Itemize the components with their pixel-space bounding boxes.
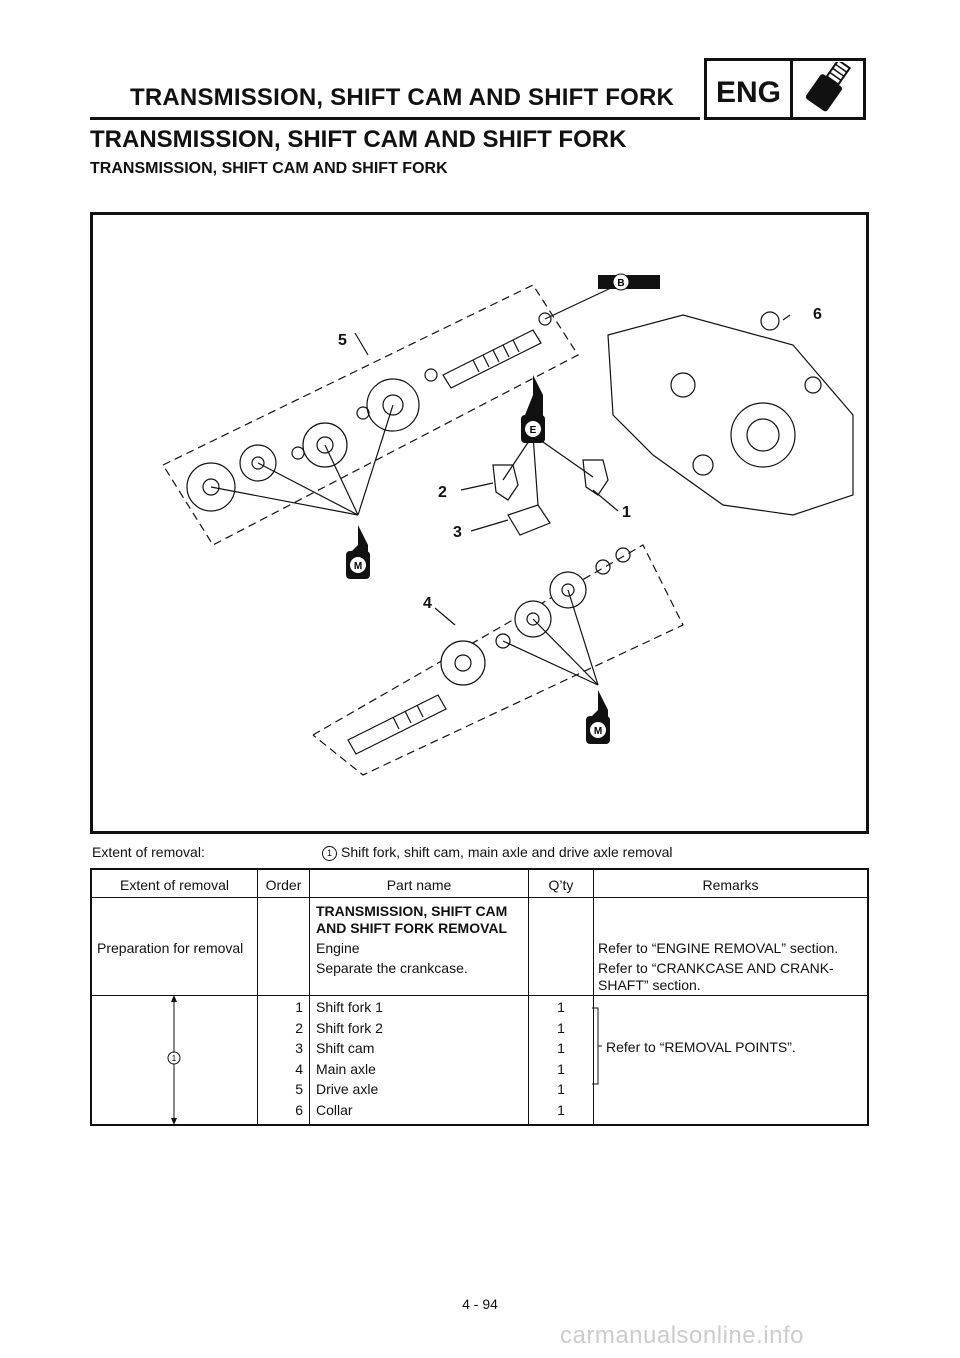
main-axle: [347, 694, 447, 755]
col-header-order: Order: [265, 877, 302, 893]
group-mark: 1: [172, 1054, 177, 1063]
lube-marker-b-label: B: [617, 278, 624, 289]
callout-1: 1: [622, 504, 631, 521]
col-header-qty: Q’ty: [548, 877, 574, 893]
col-header-part: Part name: [386, 877, 452, 893]
section-badge: ENG: [716, 76, 782, 109]
prep-part-crankcase: Separate the crankcase.: [316, 960, 468, 976]
row-order: 4: [295, 1060, 303, 1077]
prep-remark-engine: Refer to “ENGINE REMOVAL” section.: [598, 940, 839, 956]
callout-6: 6: [813, 306, 822, 323]
procedure-title-line2: AND SHIFT FORK REMOVAL: [316, 920, 508, 936]
subsection-title: TRANSMISSION, SHIFT CAM AND SHIFT FORK: [90, 160, 448, 177]
lube-marker-e-label: E: [530, 425, 537, 436]
drive-axle: [442, 329, 542, 389]
row-part-name: Shift cam: [316, 1040, 375, 1056]
lube-marker-m-upper: M: [346, 525, 370, 579]
row-qty: 1: [557, 1040, 565, 1056]
col-divider-1: [257, 868, 258, 1126]
callout-3: 3: [453, 524, 462, 541]
callout-2: 2: [438, 484, 447, 501]
row-qty: 1: [557, 999, 565, 1015]
row-part-name: Collar: [316, 1101, 353, 1118]
section-title: TRANSMISSION, SHIFT CAM AND SHIFT FORK: [90, 126, 627, 153]
prep-extent: Preparation for removal: [97, 940, 244, 956]
lube-marker-e: E: [521, 375, 545, 443]
lube-marker-b: B: [598, 273, 660, 291]
row-qty: 1: [557, 1060, 565, 1077]
col-divider-4: [593, 868, 594, 1126]
row-qty: 1: [557, 1101, 565, 1118]
prep-remark-crankcase: Refer to “CRANKCASE AND CRANK-: [598, 960, 834, 976]
lube-marker-m-upper-label: M: [354, 561, 362, 572]
section-badge-box: [704, 58, 866, 120]
row-order: 5: [295, 1081, 303, 1097]
removal-table: [90, 868, 869, 1126]
extent-description-text: Shift fork, shift cam, main axle and dri…: [341, 844, 673, 860]
row-part-name: Shift fork 1: [316, 999, 383, 1015]
header-row-divider: [90, 897, 869, 898]
row-part-name: Drive axle: [316, 1081, 379, 1097]
col-divider-3: [528, 868, 529, 1126]
col-divider-2: [309, 868, 310, 1126]
procedure-title-line1: TRANSMISSION, SHIFT CAM: [316, 903, 508, 919]
row-part-name: Main axle: [316, 1060, 376, 1077]
col-header-remarks: Remarks: [702, 877, 759, 893]
row-part-name: Shift fork 2: [316, 1019, 383, 1036]
lube-marker-m-lower: M: [586, 690, 610, 744]
extent-label: Extent of removal:: [92, 844, 205, 860]
engine-bolt-icon: [805, 62, 852, 112]
running-title: TRANSMISSION, SHIFT CAM AND SHIFT FORK: [130, 84, 675, 111]
watermark: carmanualsonline.info: [560, 1322, 804, 1349]
badge-divider: [790, 58, 793, 120]
row-order: 3: [295, 1040, 303, 1056]
exploded-view-drawing: B E M M 1 2 3 4 5 6: [162, 273, 854, 776]
header-rule: [90, 117, 700, 120]
callout-4: 4: [423, 595, 432, 612]
prep-remark-crankcase-cont: SHAFT” section.: [598, 977, 701, 993]
exploded-view-figure: B E M M 1 2 3 4 5 6: [90, 212, 869, 834]
row-qty: 1: [557, 1081, 565, 1097]
page-number: 4 - 94: [462, 1296, 498, 1312]
col-header-extent: Extent of removal: [120, 877, 229, 893]
group-remark: Refer to “REMOVAL POINTS”.: [606, 1039, 796, 1055]
callout-5: 5: [338, 332, 347, 349]
row-order: 2: [295, 1019, 303, 1036]
row-order: 6: [295, 1101, 303, 1118]
prep-part-engine: Engine: [316, 940, 360, 956]
prep-row-divider: [90, 995, 869, 996]
extent-range-arrow: 1: [167, 995, 181, 1125]
lube-marker-m-lower-label: M: [594, 726, 602, 737]
row-order: 1: [295, 999, 303, 1015]
extent-mark: 1: [322, 845, 337, 861]
row-qty: 1: [557, 1019, 565, 1036]
remarks-bracket: [592, 1007, 602, 1085]
